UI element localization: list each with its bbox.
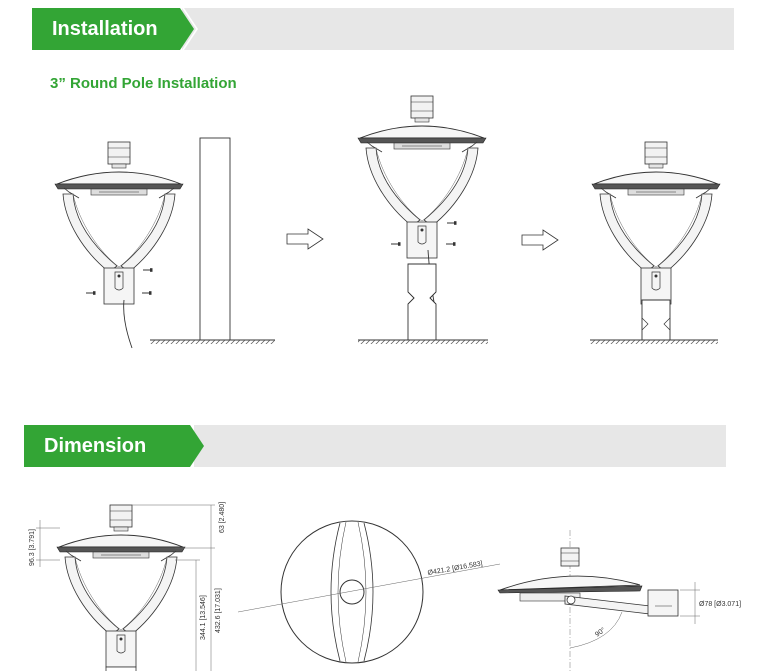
installation-banner-bar xyxy=(182,8,734,50)
dimension-title: Dimension xyxy=(44,435,147,457)
installation-banner: Installation xyxy=(32,8,734,50)
dim-tilt-angle: 90° xyxy=(594,626,607,639)
install-step-2 xyxy=(357,95,488,344)
dim-shade-height: 96.3 [3.791] xyxy=(29,529,36,566)
installation-banner-tab xyxy=(32,8,198,50)
dimension-side-view: Ø78 [Ø3.071] 90° xyxy=(497,530,741,671)
dimension-banner-tab xyxy=(24,425,204,467)
installation-subtitle: 3” Round Pole Installation xyxy=(50,75,237,92)
dim-diameter: Ø421.2 [Ø16.583] xyxy=(427,560,483,577)
arrow-right-icon xyxy=(521,229,559,251)
dim-total-height: 432.6 [17.031] xyxy=(215,588,222,633)
dim-pole-diameter: Ø78 [Ø3.071] xyxy=(699,601,741,608)
dimension-front-view: 63 [2.480] 96.3 [3.791] 344.1 [13.546] 4… xyxy=(29,502,226,671)
arrow-right-icon xyxy=(286,228,324,250)
dimension-banner-bar xyxy=(194,425,726,467)
install-step-3 xyxy=(590,141,721,344)
install-step-1 xyxy=(54,137,275,349)
dim-top-cap: 63 [2.480] xyxy=(219,502,226,533)
dim-body-height: 344.1 [13.546] xyxy=(200,595,207,640)
dimension-banner: Dimension xyxy=(24,425,726,467)
installation-title: Installation xyxy=(52,18,158,40)
dimension-top-view: Ø421.2 [Ø16.583] xyxy=(237,520,501,664)
